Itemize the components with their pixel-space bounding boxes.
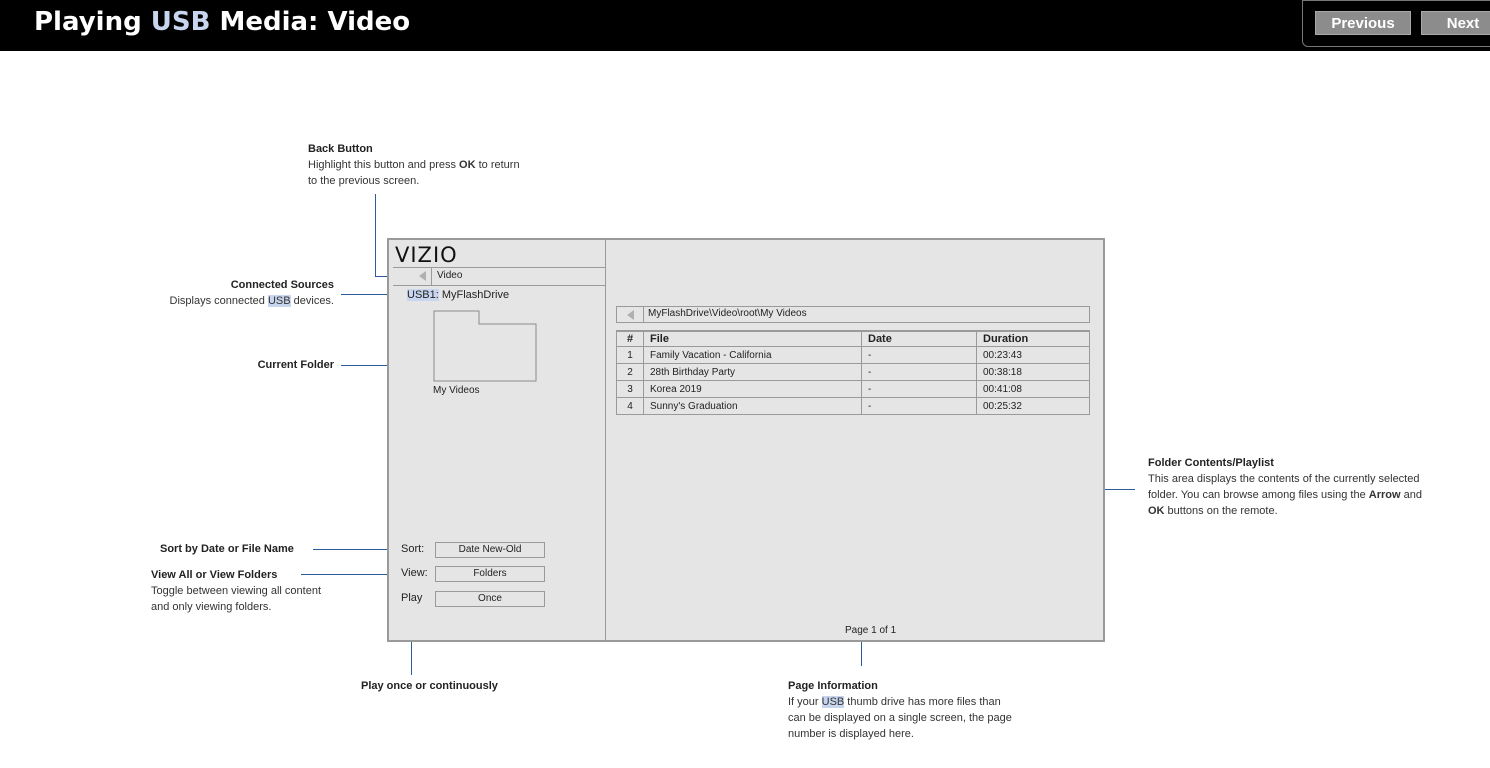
page-info: Page 1 of 1 (845, 625, 897, 636)
usb-source[interactable]: USB1: MyFlashDrive (407, 289, 510, 301)
header-bar: Playing USB Media: Video Previous Next (0, 0, 1490, 51)
connector-line (301, 574, 397, 575)
divider (431, 268, 432, 285)
next-button[interactable]: Next (1421, 11, 1490, 35)
table-row[interactable]: 3 Korea 2019 - 00:41:08 (616, 380, 1090, 398)
table-row[interactable]: 1 Family Vacation - California - 00:23:4… (616, 346, 1090, 364)
column-header-duration: Duration (976, 330, 1090, 347)
view-label: View: (401, 567, 428, 579)
callout-back-button-title: Back Button (308, 143, 373, 155)
path-back-arrow-icon[interactable] (627, 310, 634, 320)
callout-view: View All or View Folders Toggle between … (151, 569, 322, 613)
file-table: # File Date Duration 1 Family Vacation -… (616, 330, 1090, 415)
callout-sort: Sort by Date or File Name (160, 543, 294, 555)
column-header-file: File (643, 330, 862, 347)
connector-line (341, 365, 421, 366)
folder-icon[interactable] (433, 310, 537, 382)
panel-divider (605, 240, 606, 642)
back-arrow-icon[interactable] (419, 271, 426, 281)
connector-line (861, 636, 862, 666)
tv-screen: VIZIO Video USB1: MyFlashDrive My Videos… (387, 238, 1105, 642)
title-usb-highlight: USB (150, 7, 211, 37)
connector-line (341, 294, 395, 295)
divider (643, 307, 644, 322)
back-bar[interactable]: Video (393, 267, 605, 286)
play-label: Play (401, 592, 423, 604)
vizio-logo: VIZIO (395, 243, 458, 267)
connector-line (411, 610, 412, 675)
table-header-row: # File Date Duration (616, 330, 1090, 347)
page-title: Playing USB Media: Video (34, 7, 411, 37)
callout-play: Play once or continuously (361, 680, 498, 692)
table-row[interactable]: 2 28th Birthday Party - 00:38:18 (616, 363, 1090, 381)
nav-controls: Previous Next (1302, 0, 1490, 47)
path-bar[interactable]: MyFlashDrive\Video\root\My Videos (616, 306, 1090, 323)
sort-label: Sort: (401, 543, 425, 555)
play-select[interactable]: Once (435, 591, 545, 607)
callout-folder-contents: Folder Contents/Playlist This area displ… (1148, 457, 1422, 517)
callout-back-button: Back Button Highlight this button and pr… (308, 141, 558, 189)
back-label: Video (437, 270, 463, 281)
column-header-date: Date (861, 330, 977, 347)
callout-page-information: Page Information If your USB thumb drive… (788, 680, 1012, 740)
callout-current-folder: Current Folder (257, 359, 334, 371)
callout-connected-sources: Connected Sources Displays connected USB… (169, 279, 334, 307)
connector-line (313, 549, 397, 550)
connector-line (375, 276, 397, 277)
folder-label: My Videos (433, 385, 480, 396)
column-header-number: # (616, 330, 644, 347)
connector-line (375, 194, 376, 277)
previous-button[interactable]: Previous (1315, 11, 1411, 35)
table-row[interactable]: 4 Sunny's Graduation - 00:25:32 (616, 397, 1090, 415)
sort-select[interactable]: Date New-Old (435, 542, 545, 558)
path-text: MyFlashDrive\Video\root\My Videos (648, 308, 807, 319)
view-select[interactable]: Folders (435, 566, 545, 582)
